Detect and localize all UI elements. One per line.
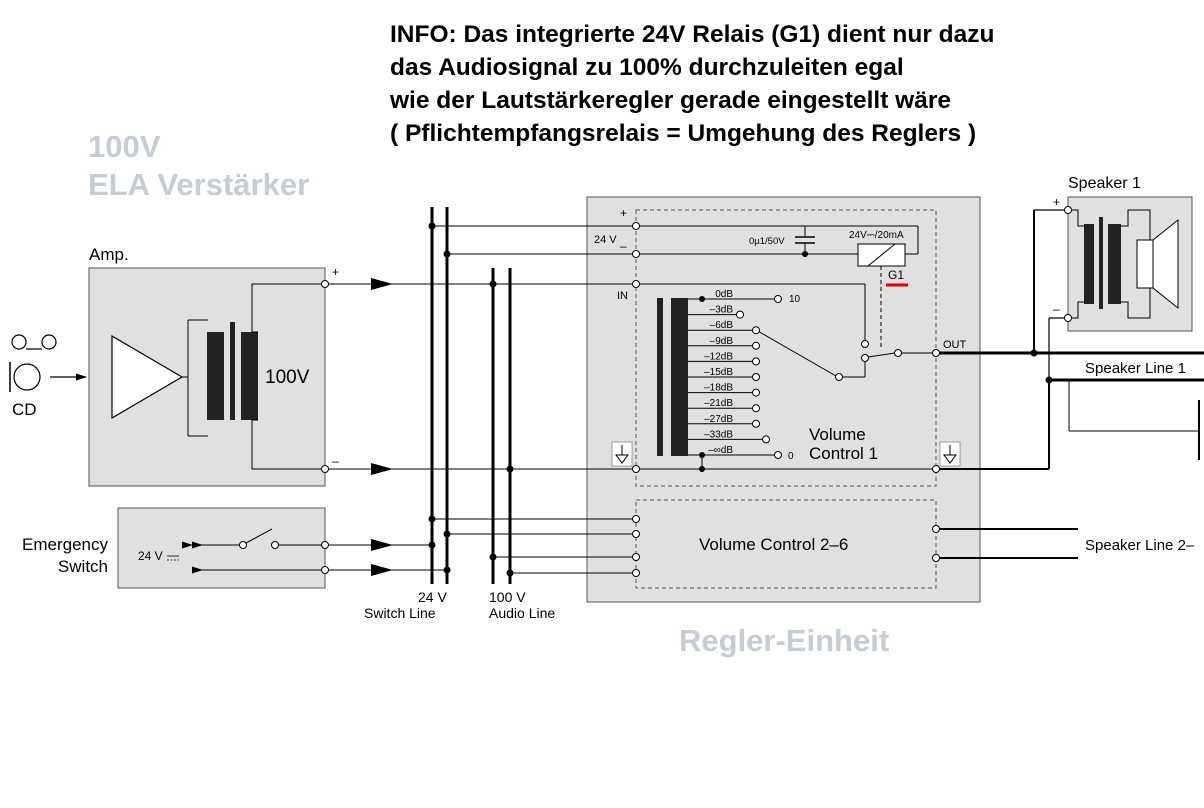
- tap-label: –33dB: [704, 429, 733, 440]
- tap-label: –6dB: [710, 320, 734, 331]
- tap-contact[interactable]: [752, 326, 760, 335]
- info-line-1: INFO: Das integrierte 24V Relais (G1) di…: [390, 21, 995, 48]
- cd-label: CD: [12, 400, 37, 419]
- switch-line-label: Switch Line: [364, 605, 436, 621]
- unit-minus-label: –: [620, 239, 627, 253]
- tap-label: 0dB: [715, 289, 733, 300]
- relay-rating-label: 24V⎓/20mA: [849, 230, 904, 241]
- vc1-label-2: Control 1: [809, 444, 878, 463]
- tap-list: 0dB –3dB –6dB –9dB –12dB –15dB –18dB –21dB –27dB…: [688, 289, 801, 462]
- amp-heading: 100V ELA Verstärker: [88, 128, 309, 204]
- switch-voltage-label: 24 V: [138, 549, 163, 563]
- tap-contact[interactable]: [774, 451, 782, 459]
- speaker-line-2-label: Speaker Line 2–: [1085, 537, 1195, 554]
- relay-contact-bypass: [861, 340, 869, 348]
- amp-minus-label: –: [332, 454, 339, 468]
- speaker-transformer-primary: [1084, 224, 1094, 304]
- amp-transformer-primary: [207, 332, 224, 420]
- audio-line-label: Audio Line: [489, 605, 555, 621]
- volume-wiper[interactable]: [755, 329, 837, 377]
- vc26-label: Volume Control 2–6: [699, 535, 848, 554]
- tap-contact[interactable]: [752, 388, 760, 397]
- tap-contact[interactable]: [762, 435, 770, 444]
- info-text: INFO: Das integrierte 24V Relais (G1) di…: [390, 18, 1190, 150]
- tap-label: –18dB: [704, 383, 733, 394]
- emergency-label-1: Emergency: [22, 535, 108, 554]
- tap-label-10: 10: [789, 294, 801, 305]
- tap-label: –12dB: [704, 351, 733, 362]
- speaker-line-1-label: Speaker Line 1: [1085, 360, 1186, 377]
- tap-contact[interactable]: [752, 404, 760, 413]
- tap-label-0: 0: [788, 451, 794, 462]
- amp-heading-line1: 100V: [88, 129, 161, 164]
- relay-id-label: G1: [888, 268, 904, 282]
- speaker-minus-label: –: [1053, 302, 1060, 316]
- regler-heading: Regler-Einheit: [679, 623, 890, 658]
- vc1-box: [635, 209, 937, 487]
- tap-label: –21dB: [704, 398, 733, 409]
- amp-voltage-label: 100V: [265, 367, 310, 388]
- tap-label: –3dB: [710, 305, 734, 316]
- amp-heading-line2: ELA Verstärker: [88, 167, 310, 202]
- emergency-switch-lever[interactable]: [245, 528, 273, 544]
- switch-contact-a: [239, 541, 247, 549]
- vc1-coil: [671, 298, 688, 456]
- info-line-2: das Audiosignal zu 100% durchzuleiten eg…: [390, 54, 904, 81]
- speaker-plus-label: +: [1053, 195, 1060, 209]
- in-label: IN: [617, 290, 628, 302]
- tap-contact[interactable]: [752, 341, 760, 350]
- tap-contact[interactable]: [774, 295, 782, 303]
- vc26-box: [635, 499, 937, 589]
- speaker-icon: [1152, 218, 1179, 310]
- speaker-magnet: [1136, 239, 1154, 289]
- emergency-label-2: Switch: [58, 557, 108, 576]
- relay-contact-arm: [867, 352, 896, 358]
- tap-contact[interactable]: [752, 373, 760, 381]
- tap-junction: [699, 296, 705, 302]
- info-line-4: ( Pflichtempfangsrelais = Umgehung des R…: [390, 120, 977, 147]
- switch-line-voltage: 24 V: [418, 589, 447, 605]
- amplifier-triangle: [111, 334, 184, 420]
- ground-icon-left: [611, 441, 633, 467]
- ground-icon-right: [939, 441, 961, 467]
- tap-junction: [699, 452, 705, 458]
- capacitor-label: 0µ1/50V: [749, 236, 785, 247]
- speaker-transformer-secondary: [1108, 224, 1121, 304]
- vc1-label-1: Volume: [809, 425, 866, 444]
- tap-contact[interactable]: [752, 357, 760, 366]
- tap-label: –27dB: [704, 414, 733, 425]
- amp-plus-label: +: [332, 265, 339, 279]
- cd-disc-icon: [13, 363, 41, 391]
- amp-transformer-secondary: [241, 332, 258, 420]
- cassette-reel-left: [11, 334, 27, 350]
- tap-label: –15dB: [704, 367, 733, 378]
- switch-contact-b: [271, 541, 279, 549]
- amp-label: Amp.: [89, 245, 129, 264]
- unit-plus-label: +: [620, 206, 627, 220]
- audio-line-voltage: 100 V: [489, 589, 526, 605]
- cassette-reel-right: [41, 334, 57, 350]
- tap-label: –∞dB: [708, 445, 733, 456]
- tap-contact[interactable]: [736, 310, 744, 319]
- tap-label: –9dB: [710, 336, 734, 347]
- regler-panel: [586, 196, 981, 603]
- vc1-core: [657, 298, 663, 456]
- emergency-panel: [117, 507, 326, 589]
- info-line-3: wie der Lautstärkeregler gerade eingeste…: [390, 87, 952, 114]
- out-label: OUT: [943, 339, 967, 351]
- tap-contact[interactable]: [752, 419, 760, 428]
- speaker-1-label: Speaker 1: [1068, 175, 1141, 192]
- unit-24v-label: 24 V: [594, 234, 617, 246]
